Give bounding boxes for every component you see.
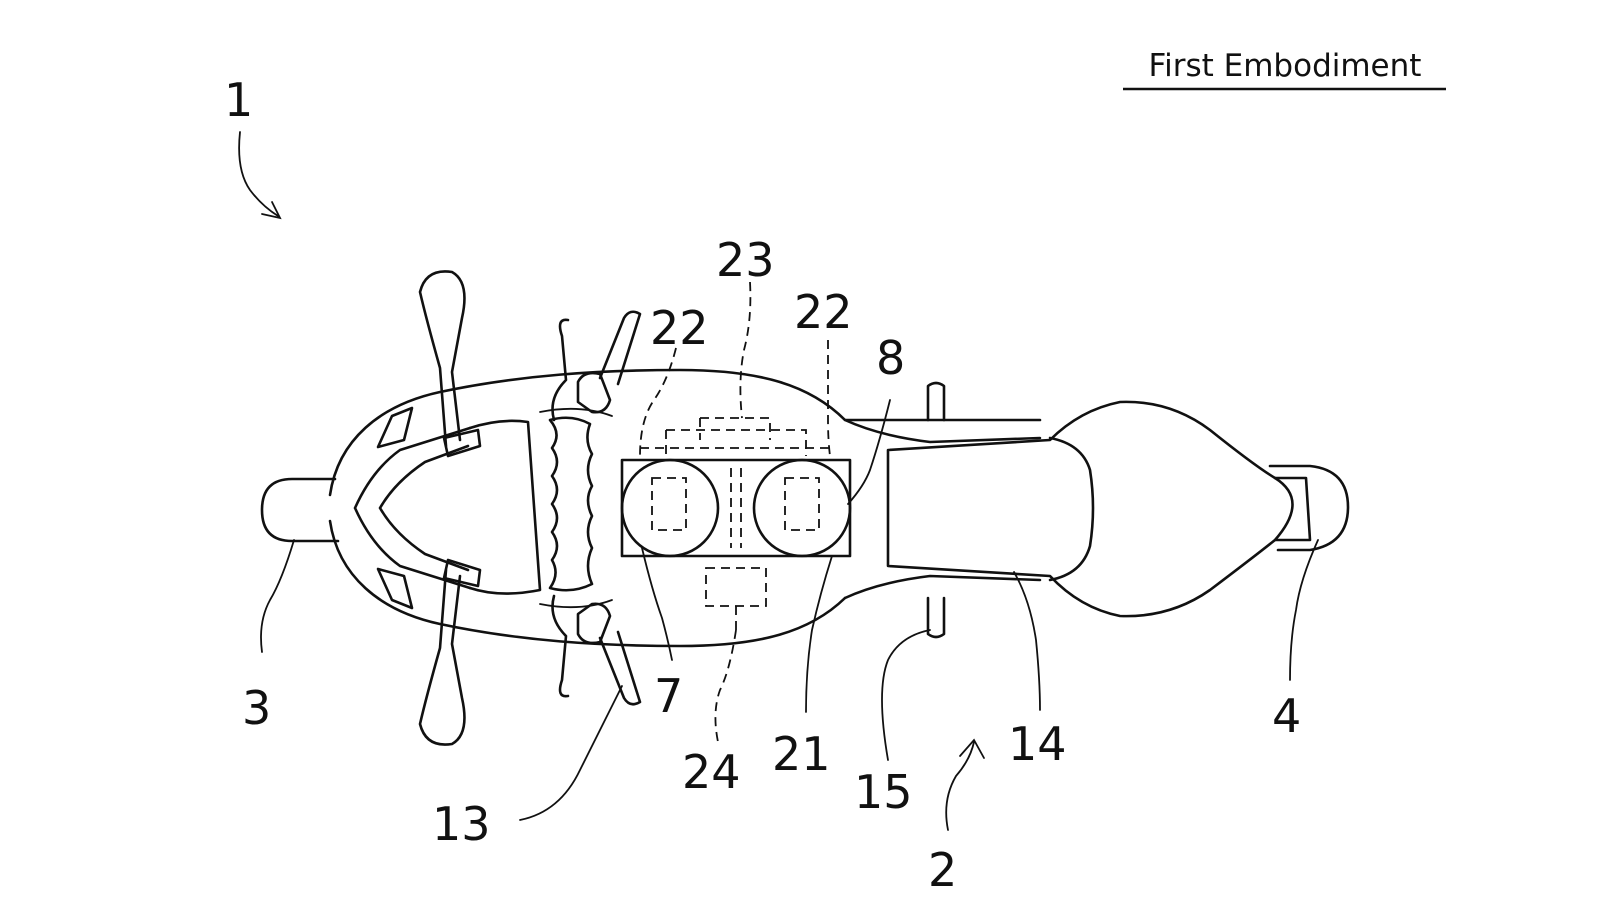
body-fairing <box>328 368 1042 648</box>
rear-wheel <box>1268 464 1350 552</box>
grip-lower <box>576 602 612 645</box>
leader-14 <box>1013 571 1041 711</box>
grip-upper <box>576 371 612 414</box>
seat-cushion <box>1048 436 1095 582</box>
mirror-upper-mount <box>442 428 482 458</box>
footrest-upper <box>926 381 946 422</box>
label-24: 24 <box>682 745 741 799</box>
leader-2 <box>945 741 975 831</box>
label-14: 14 <box>1008 717 1067 771</box>
mirror-upper <box>418 270 466 448</box>
label-2: 2 <box>928 843 957 897</box>
leader-15 <box>881 629 931 761</box>
side-cover-upper <box>843 418 1042 444</box>
right-unit <box>752 458 852 558</box>
leader-4 <box>1289 539 1319 681</box>
arrowhead-2 <box>959 738 985 759</box>
mirror-lower <box>418 568 466 746</box>
label-13: 13 <box>432 797 491 851</box>
headlight-lower <box>376 567 414 610</box>
title-block: First Embodiment <box>1123 48 1446 91</box>
side-cover-lower <box>843 574 1042 600</box>
leader-1 <box>238 131 279 217</box>
left-cell-dashed <box>651 477 687 531</box>
front-wheel <box>260 477 340 543</box>
seat <box>886 400 1294 618</box>
label-1: 1 <box>224 73 253 127</box>
seat-rear <box>1273 476 1312 542</box>
leader-13 <box>519 685 623 821</box>
footrest-lower <box>926 596 946 639</box>
left-unit <box>620 458 720 558</box>
label-23: 23 <box>716 233 775 287</box>
handlebar-upper <box>598 310 642 386</box>
leader-8 <box>847 399 891 505</box>
leader-lines <box>238 131 1319 831</box>
mirror-lower-mount <box>442 558 482 588</box>
triple-clamp <box>548 416 594 592</box>
leader-7 <box>641 547 673 661</box>
reference-numerals: 1 2 3 4 7 8 13 14 15 21 22 22 23 24 <box>224 73 1301 897</box>
handlebar-lower <box>598 630 642 706</box>
label-21: 21 <box>772 727 831 781</box>
windscreen-inner <box>378 444 470 572</box>
label-22-left: 22 <box>650 301 709 355</box>
battery-housing <box>620 458 852 558</box>
front-cowl-edge <box>468 419 542 595</box>
label-7: 7 <box>654 669 683 723</box>
leader-22-right <box>827 340 831 457</box>
leader-21 <box>805 555 833 713</box>
lower-connector <box>705 567 767 630</box>
lever-lower <box>551 594 570 698</box>
label-8: 8 <box>876 331 905 385</box>
leader-22-left <box>639 347 677 457</box>
motorcycle-top-view <box>260 270 1350 746</box>
leader-23 <box>739 281 752 419</box>
leader-3 <box>260 539 295 653</box>
windscreen <box>353 426 472 590</box>
upper-connector <box>640 417 832 456</box>
triple-clamp-bar-lower <box>539 599 613 609</box>
label-15: 15 <box>854 765 913 819</box>
label-22-right: 22 <box>794 285 853 339</box>
triple-clamp-bar-upper <box>539 407 613 417</box>
leader-24 <box>714 629 737 743</box>
label-3: 3 <box>242 681 271 735</box>
headlight-upper <box>376 406 414 449</box>
arrowhead-1 <box>261 201 282 220</box>
lever-upper <box>551 318 570 422</box>
label-4: 4 <box>1272 689 1301 743</box>
right-cell-dashed <box>784 477 820 531</box>
figure-title: First Embodiment <box>1149 48 1422 84</box>
